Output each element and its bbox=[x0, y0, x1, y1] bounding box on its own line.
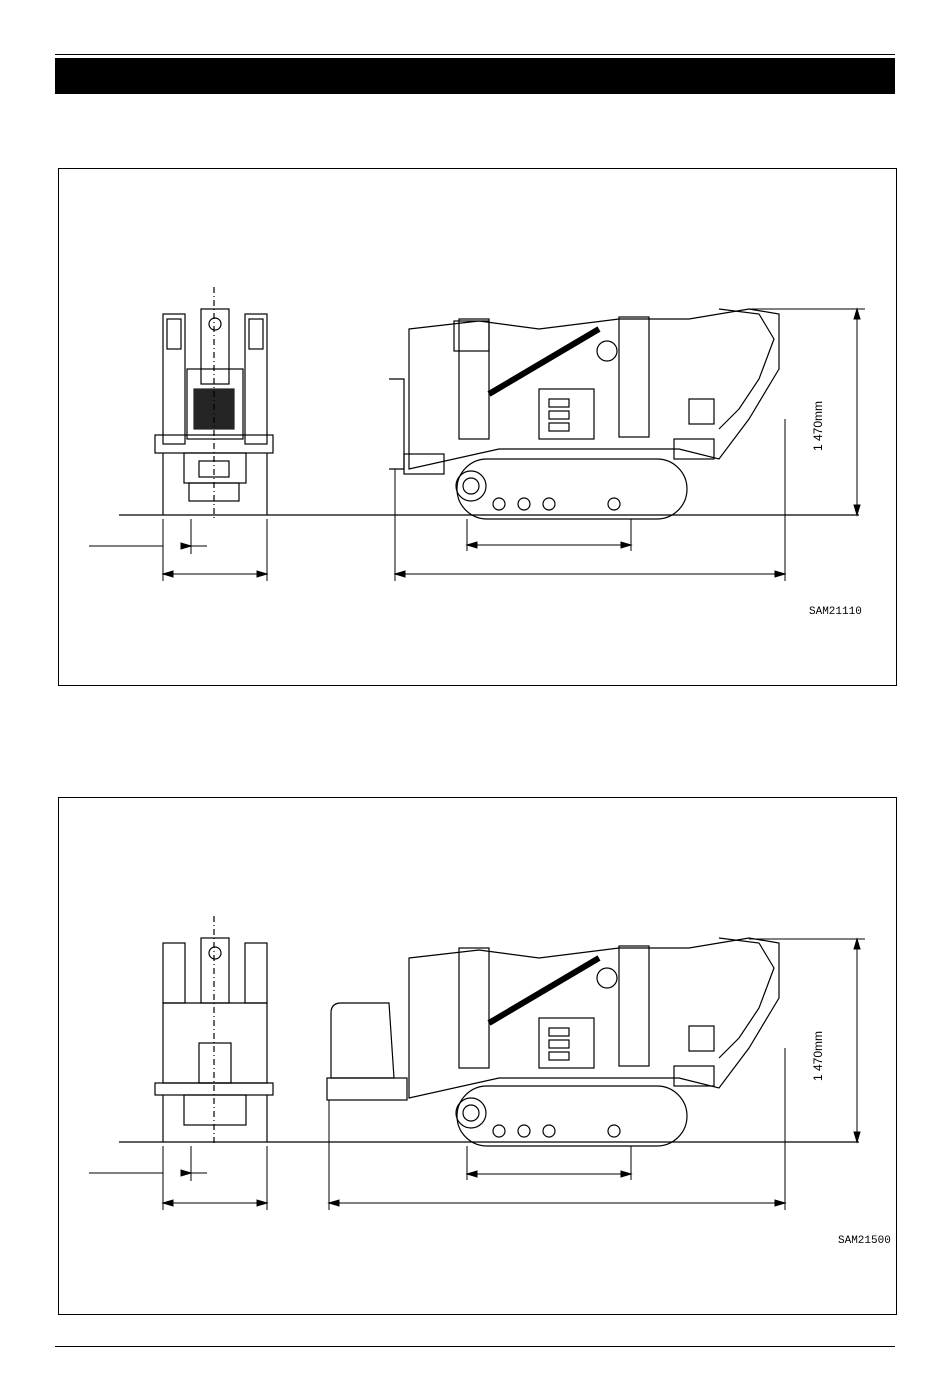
figure-panel-1: 1 470mm SAM21110 bbox=[58, 168, 897, 686]
side-view bbox=[389, 309, 779, 519]
crane-drawing-1 bbox=[59, 169, 896, 685]
height-dimension-label: 1 470mm bbox=[811, 401, 825, 451]
footer-rule bbox=[55, 1346, 895, 1347]
figure-panel-2: 1 470mm SAM21500 bbox=[58, 797, 897, 1315]
height-dimension-label: 1 470mm bbox=[811, 1031, 825, 1081]
crane-drawing-2 bbox=[59, 798, 896, 1314]
front-view bbox=[155, 287, 273, 519]
dimension-lines bbox=[89, 309, 865, 581]
front-view bbox=[155, 916, 273, 1146]
section-title-bar bbox=[55, 58, 895, 94]
figure-code: SAM21500 bbox=[838, 1235, 891, 1247]
figure-code: SAM21110 bbox=[809, 606, 862, 618]
side-view bbox=[327, 938, 779, 1146]
dimension-lines bbox=[89, 939, 865, 1210]
header-top-rule bbox=[55, 54, 895, 55]
